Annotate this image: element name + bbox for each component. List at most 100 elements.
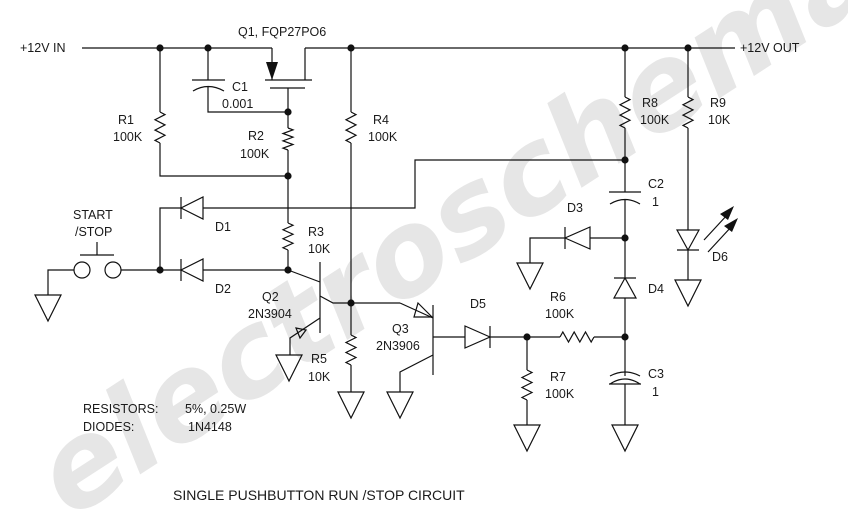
d1-label: D1	[215, 220, 231, 234]
switch-contact	[104, 261, 122, 279]
junction-dot	[621, 333, 629, 341]
d1-diode	[179, 196, 204, 220]
junction-dot	[684, 44, 692, 52]
r6-value: 100K	[545, 307, 575, 321]
c1-capacitor	[192, 48, 288, 113]
c3-capacitor	[609, 371, 641, 377]
watermark: electroschematics.com	[10, 0, 848, 528]
r2-resistor	[281, 127, 295, 151]
wire	[159, 143, 288, 177]
q2-emitter-arrow	[295, 327, 308, 340]
r2-value: 100K	[240, 147, 270, 161]
junction-dot	[621, 234, 629, 242]
junction-dot	[621, 44, 629, 52]
junction-dot	[347, 44, 355, 52]
q1-label: Q1, FQP27PO6	[238, 25, 326, 39]
d5-diode	[464, 325, 492, 349]
ground-symbol	[34, 294, 62, 323]
resistors-note-value: 5%, 0.25W	[185, 402, 246, 416]
d6-light-arrowheads	[720, 206, 738, 232]
r3-value: 10K	[308, 242, 331, 256]
q2-ref: Q2	[262, 290, 279, 304]
ground-symbol	[337, 391, 365, 420]
r4-ref: R4	[373, 113, 389, 127]
q3-emitter-arrow	[413, 301, 434, 318]
diodes-note-value: 1N4148	[188, 420, 232, 434]
q2-transistor	[287, 262, 400, 355]
q1-mosfet	[265, 48, 312, 112]
c2-ref: C2	[648, 177, 664, 191]
d6-light-arrows	[703, 213, 733, 253]
watermark-text: electroschematics.com	[10, 0, 848, 528]
r3-ref: R3	[308, 225, 324, 239]
r8-resistor	[618, 96, 632, 129]
wire	[529, 237, 625, 263]
d4-diode	[612, 276, 638, 299]
c2-value: 1	[652, 195, 659, 209]
output-rail-label: +12V OUT	[740, 41, 800, 55]
c2-capacitor	[609, 160, 641, 238]
junction-dot	[284, 266, 292, 274]
r8-ref: R8	[642, 96, 658, 110]
c3-capacitor	[609, 337, 641, 425]
r4-value: 100K	[368, 130, 398, 144]
resistors-note-label: RESISTORS:	[83, 402, 158, 416]
c1-ref: C1	[232, 80, 248, 94]
wire	[159, 159, 625, 270]
q3-transistor	[399, 302, 465, 392]
input-rail-label: +12V IN	[20, 41, 66, 55]
d4-label: D4	[648, 282, 664, 296]
diodes-note-label: DIODES:	[83, 420, 134, 434]
r5-ref: R5	[311, 352, 327, 366]
d5-label: D5	[470, 297, 486, 311]
circuit-parts	[34, 44, 738, 453]
r1-resistor	[153, 111, 167, 144]
q2-part: 2N3904	[248, 307, 292, 321]
r5-value: 10K	[308, 370, 331, 384]
r7-value: 100K	[545, 387, 575, 401]
r1-ref: R1	[118, 113, 134, 127]
junction-dot	[621, 156, 629, 164]
q1-source-arrow	[266, 62, 278, 80]
d3-diode	[563, 226, 591, 250]
junction-dot	[156, 266, 164, 274]
junction-dot	[204, 44, 212, 52]
ground-symbol	[516, 262, 544, 291]
c3-value: 1	[652, 385, 659, 399]
r6-ref: R6	[550, 290, 566, 304]
r6-resistor	[559, 330, 595, 344]
switch-label-2: /STOP	[75, 225, 112, 239]
junction-dot	[347, 299, 355, 307]
r7-ref: R7	[550, 370, 566, 384]
wire	[47, 269, 74, 295]
r3-resistor	[281, 222, 295, 251]
r7-resistor	[520, 369, 534, 401]
ground-symbol	[513, 424, 541, 453]
pushbutton-actuator	[80, 242, 114, 256]
r2-ref: R2	[248, 129, 264, 143]
q3-part: 2N3906	[376, 339, 420, 353]
switch-label-1: START	[73, 208, 113, 222]
switch-contact	[73, 261, 91, 279]
d3-label: D3	[567, 201, 583, 215]
ground-symbol	[611, 424, 639, 453]
c1-value: 0.001	[222, 97, 253, 111]
r5-resistor	[344, 334, 358, 366]
r1-value: 100K	[113, 130, 143, 144]
r9-ref: R9	[710, 96, 726, 110]
d2-label: D2	[215, 282, 231, 296]
d6-led	[675, 229, 701, 252]
q3-ref: Q3	[392, 322, 409, 336]
labels: +12V IN +12V OUT Q1, FQP27PO6 C1 0.001 R…	[20, 25, 800, 503]
d2-diode	[179, 258, 204, 282]
r4-resistor	[344, 111, 358, 144]
ground-symbol	[275, 354, 303, 383]
ground-symbol	[386, 391, 414, 420]
junction-dot	[523, 333, 531, 341]
junction-dot	[284, 172, 292, 180]
junction-dot	[156, 44, 164, 52]
r8-value: 100K	[640, 113, 670, 127]
junction-dot	[284, 108, 292, 116]
